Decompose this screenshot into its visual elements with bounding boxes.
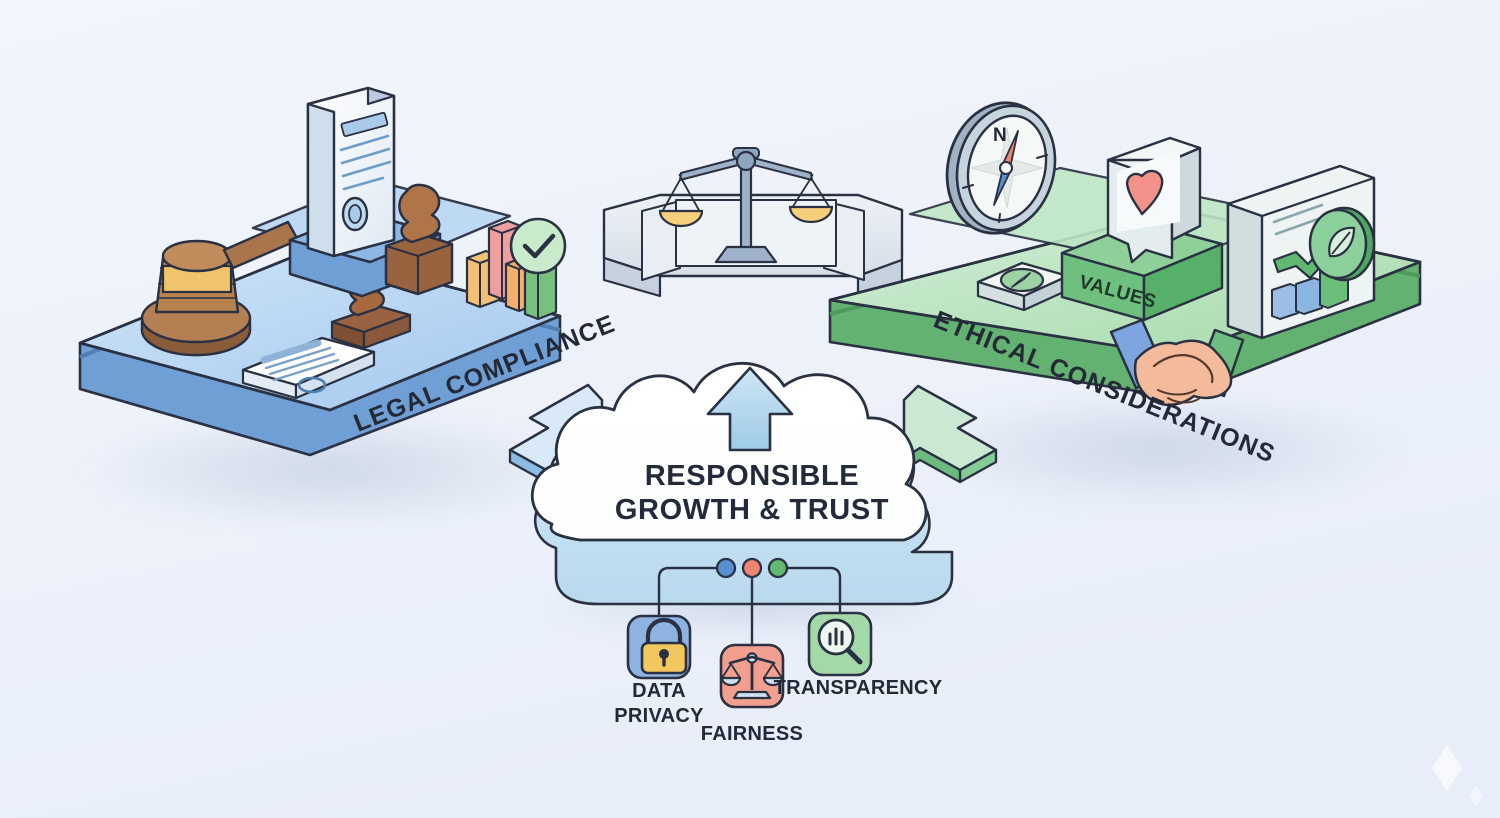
gavel-icon <box>140 220 300 357</box>
fairness-label: FAIRNESS <box>701 723 803 745</box>
growth-chart-icon <box>1226 164 1376 340</box>
cloud-title-line2: GROWTH & TRUST <box>615 494 889 526</box>
heart-bubble-icon <box>1106 136 1202 264</box>
magnifier-chart-icon <box>817 618 863 665</box>
connector-dot-transparency <box>767 557 789 579</box>
pillar-transparency[interactable]: TRANSPARENCY <box>774 611 943 699</box>
lock-icon <box>640 617 688 675</box>
transparency-label: TRANSPARENCY <box>774 677 943 699</box>
balance-scales-icon <box>658 147 834 264</box>
cloud-title-line1: RESPONSIBLE <box>645 460 859 492</box>
ethical-considerations-panel[interactable]: N VALUES <box>828 91 1422 469</box>
ethical-panel-shadow <box>915 392 1405 508</box>
compass-tile-icon <box>976 261 1070 312</box>
arrow-to-ethical <box>902 384 998 484</box>
pillar-connectors <box>657 557 842 645</box>
legal-panel-shadow <box>80 410 580 530</box>
stamp-upright-icon <box>384 183 454 296</box>
pillar-fairness[interactable]: FAIRNESS <box>701 643 803 745</box>
connector-dot-privacy <box>715 557 737 579</box>
pillar-data-privacy[interactable]: DATA PRIVACY <box>614 614 704 727</box>
handshake-icon <box>1109 318 1245 407</box>
privacy-label-line1: DATA <box>632 680 686 702</box>
scales-icon <box>720 652 784 700</box>
document-seal-flat-icon <box>241 336 376 400</box>
bar-chart-check-icon <box>465 217 567 321</box>
connector-dot-fairness <box>741 557 763 579</box>
leaf-badge-icon <box>1308 206 1376 282</box>
legal-compliance-panel[interactable]: LEGAL COMPLIANCE <box>78 86 619 457</box>
compass-north-label: N <box>993 125 1007 146</box>
certificate-document-icon <box>306 86 396 258</box>
privacy-label-line2: PRIVACY <box>614 705 704 727</box>
responsible-growth-cloud[interactable]: RESPONSIBLE GROWTH & TRUST <box>530 362 954 606</box>
compass-icon: N <box>945 101 1057 235</box>
diamond-sparkle <box>1432 745 1483 806</box>
